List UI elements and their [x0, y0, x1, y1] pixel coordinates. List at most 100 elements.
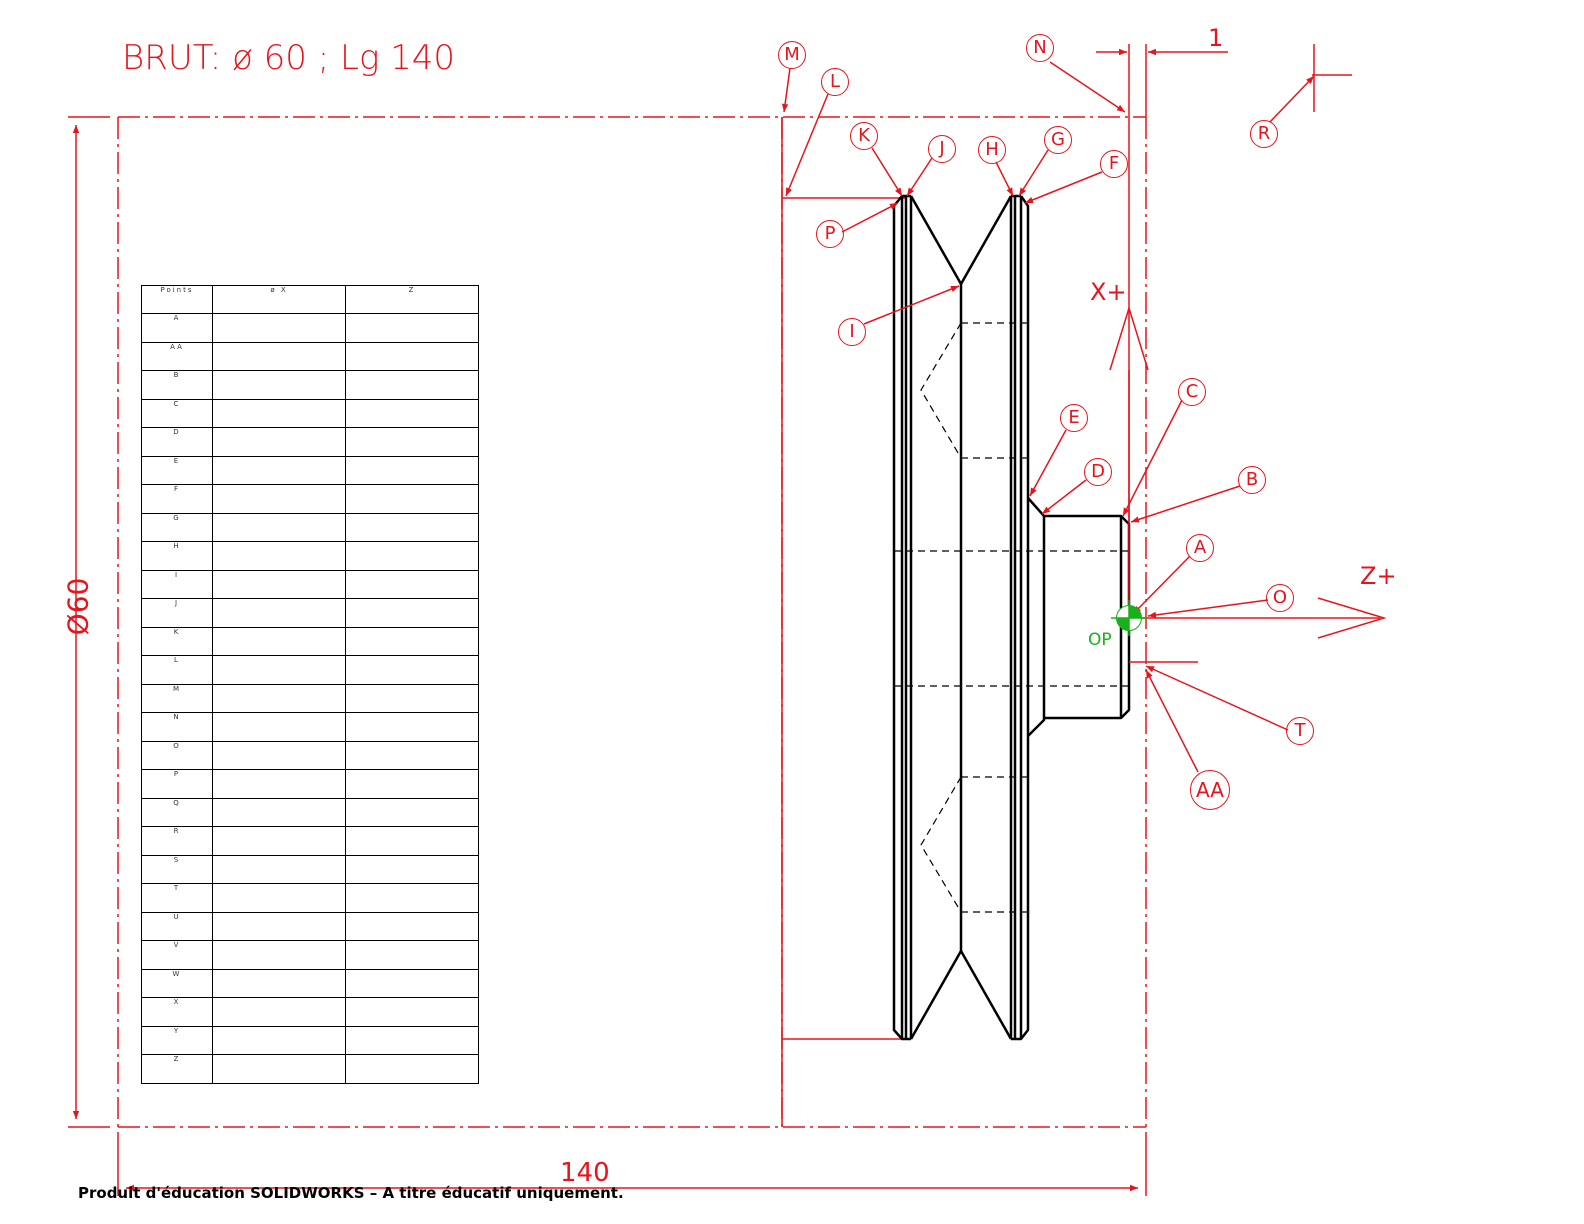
table-row: X: [141, 997, 479, 1027]
z-cell[interactable]: [345, 769, 479, 799]
table-row: H: [141, 541, 479, 571]
diameter-x-cell[interactable]: [212, 740, 346, 770]
z-cell[interactable]: [345, 569, 479, 599]
origin-symbol: [1111, 600, 1147, 636]
table-row: P: [141, 769, 479, 799]
diameter-x-cell[interactable]: [212, 968, 346, 998]
point-label-c: C: [1178, 378, 1206, 406]
z-cell[interactable]: [345, 968, 479, 998]
z-cell[interactable]: [345, 484, 479, 514]
diameter-x-cell[interactable]: [212, 569, 346, 599]
point-name-cell: V: [141, 940, 213, 970]
diameter-x-cell[interactable]: [212, 455, 346, 485]
z-cell[interactable]: [345, 341, 479, 371]
table-row: N: [141, 712, 479, 742]
table-row: C: [141, 398, 479, 428]
z-cell[interactable]: [345, 883, 479, 913]
table-row: J: [141, 598, 479, 628]
z-cell[interactable]: [345, 826, 479, 856]
z-cell[interactable]: [345, 797, 479, 827]
point-name-cell: K: [141, 626, 213, 656]
diameter-x-cell[interactable]: [212, 512, 346, 542]
point-name-cell: S: [141, 854, 213, 884]
z-cell[interactable]: [345, 427, 479, 457]
table-row: U: [141, 911, 479, 941]
point-label-aa: AA: [1190, 770, 1230, 810]
diameter-x-cell[interactable]: [212, 626, 346, 656]
table-row: S: [141, 854, 479, 884]
table-row: W: [141, 968, 479, 998]
z-cell[interactable]: [345, 712, 479, 742]
diameter-x-cell[interactable]: [212, 370, 346, 400]
point-name-cell: U: [141, 911, 213, 941]
diameter-x-cell[interactable]: [212, 1054, 346, 1084]
diameter-x-cell[interactable]: [212, 883, 346, 913]
diameter-x-cell[interactable]: [212, 683, 346, 713]
diameter-x-cell[interactable]: [212, 940, 346, 970]
z-cell[interactable]: [345, 598, 479, 628]
diameter-x-cell[interactable]: [212, 427, 346, 457]
diameter-x-cell[interactable]: [212, 598, 346, 628]
diameter-x-cell[interactable]: [212, 398, 346, 428]
point-label-d: D: [1084, 458, 1112, 486]
z-cell[interactable]: [345, 940, 479, 970]
z-cell[interactable]: [345, 997, 479, 1027]
diameter-x-cell[interactable]: [212, 1025, 346, 1055]
table-row: D: [141, 427, 479, 457]
pulley-geometry: [892, 194, 1131, 1041]
table-row: B: [141, 370, 479, 400]
z-cell[interactable]: [345, 512, 479, 542]
point-name-cell: H: [141, 541, 213, 571]
z-cell[interactable]: [345, 455, 479, 485]
length-dimension: [117, 1132, 1147, 1196]
point-name-cell: T: [141, 883, 213, 913]
diameter-x-cell[interactable]: [212, 769, 346, 799]
length-dimension-label: 140: [560, 1158, 610, 1188]
point-name-cell: E: [141, 455, 213, 485]
table-row: A: [141, 313, 479, 343]
z-cell[interactable]: [345, 911, 479, 941]
z-cell[interactable]: [345, 626, 479, 656]
table-row: Y: [141, 1025, 479, 1055]
diameter-x-cell[interactable]: [212, 911, 346, 941]
point-name-cell: M: [141, 683, 213, 713]
z-axis-label: Z+: [1360, 562, 1397, 590]
table-row: G: [141, 512, 479, 542]
diameter-x-cell[interactable]: [212, 541, 346, 571]
z-cell[interactable]: [345, 398, 479, 428]
table-row: E: [141, 455, 479, 485]
diameter-x-cell[interactable]: [212, 997, 346, 1027]
x-axis-label: X+: [1090, 278, 1127, 306]
diameter-x-cell[interactable]: [212, 655, 346, 685]
point-name-cell: A: [141, 313, 213, 343]
point-label-f: F: [1100, 150, 1128, 178]
origin-label: OP: [1088, 630, 1112, 650]
z-cell[interactable]: [345, 740, 479, 770]
diameter-x-cell[interactable]: [212, 826, 346, 856]
diameter-x-cell[interactable]: [212, 313, 346, 343]
diameter-x-cell[interactable]: [212, 341, 346, 371]
point-name-cell: Z: [141, 1054, 213, 1084]
z-cell[interactable]: [345, 683, 479, 713]
z-cell[interactable]: [345, 655, 479, 685]
point-label-a: A: [1186, 534, 1214, 562]
diameter-x-cell[interactable]: [212, 484, 346, 514]
point-name-cell: Y: [141, 1025, 213, 1055]
diameter-x-cell[interactable]: [212, 854, 346, 884]
z-cell[interactable]: [345, 370, 479, 400]
table-row: T: [141, 883, 479, 913]
z-cell[interactable]: [345, 541, 479, 571]
diameter-x-cell[interactable]: [212, 797, 346, 827]
z-cell[interactable]: [345, 1025, 479, 1055]
z-cell[interactable]: [345, 1054, 479, 1084]
point-name-cell: L: [141, 655, 213, 685]
point-label-g: G: [1044, 126, 1072, 154]
diameter-dimension: [68, 116, 110, 1128]
diameter-x-cell[interactable]: [212, 712, 346, 742]
point-name-cell: N: [141, 712, 213, 742]
z-cell[interactable]: [345, 313, 479, 343]
z-cell[interactable]: [345, 854, 479, 884]
table-row: O: [141, 740, 479, 770]
